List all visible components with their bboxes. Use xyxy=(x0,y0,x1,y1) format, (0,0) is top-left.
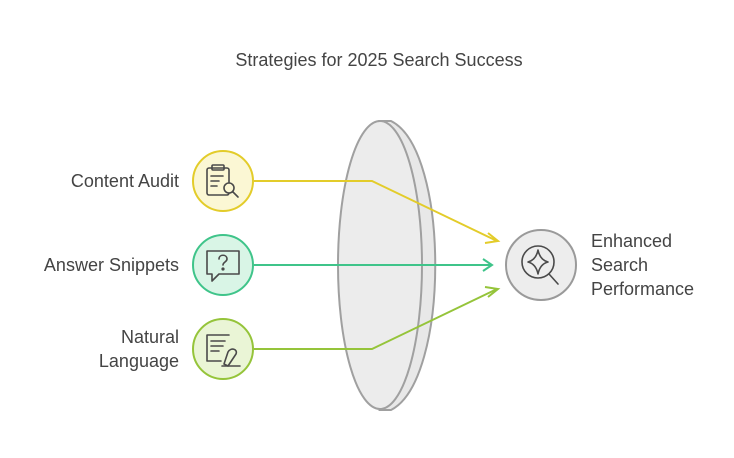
label-natural-language-line-2: Language xyxy=(98,351,179,371)
connector-content-audit xyxy=(254,180,498,242)
arrowhead-content-audit xyxy=(484,232,501,244)
question-message-icon xyxy=(206,250,240,282)
label-output-line-1: Enhanced xyxy=(591,231,673,251)
document-pen-icon xyxy=(206,334,241,367)
label-natural-language-line-1: Natural xyxy=(120,327,179,347)
label-content-audit: Content Audit xyxy=(70,171,179,191)
diagram-title: Strategies for 2025 Search Success xyxy=(235,50,523,70)
connector-natural-language xyxy=(254,288,498,350)
label-enhanced-search-performance: Enhanced Search Performance xyxy=(591,229,731,301)
label-natural-language: Natural Language xyxy=(9,325,179,373)
natural-language-node xyxy=(192,318,254,380)
enhanced-search-node xyxy=(505,229,577,301)
magnify-sparkle-icon xyxy=(521,245,559,285)
clipboard-search-icon xyxy=(206,164,239,198)
arrowhead-natural-language xyxy=(484,286,501,298)
arrowhead-answer-snippets xyxy=(482,258,494,272)
label-output-line-2: Search xyxy=(591,255,649,275)
label-output-line-3: Performance xyxy=(591,279,695,299)
label-answer-snippets: Answer Snippets xyxy=(43,255,179,275)
content-audit-node xyxy=(192,150,254,212)
answer-snippets-node xyxy=(192,234,254,296)
